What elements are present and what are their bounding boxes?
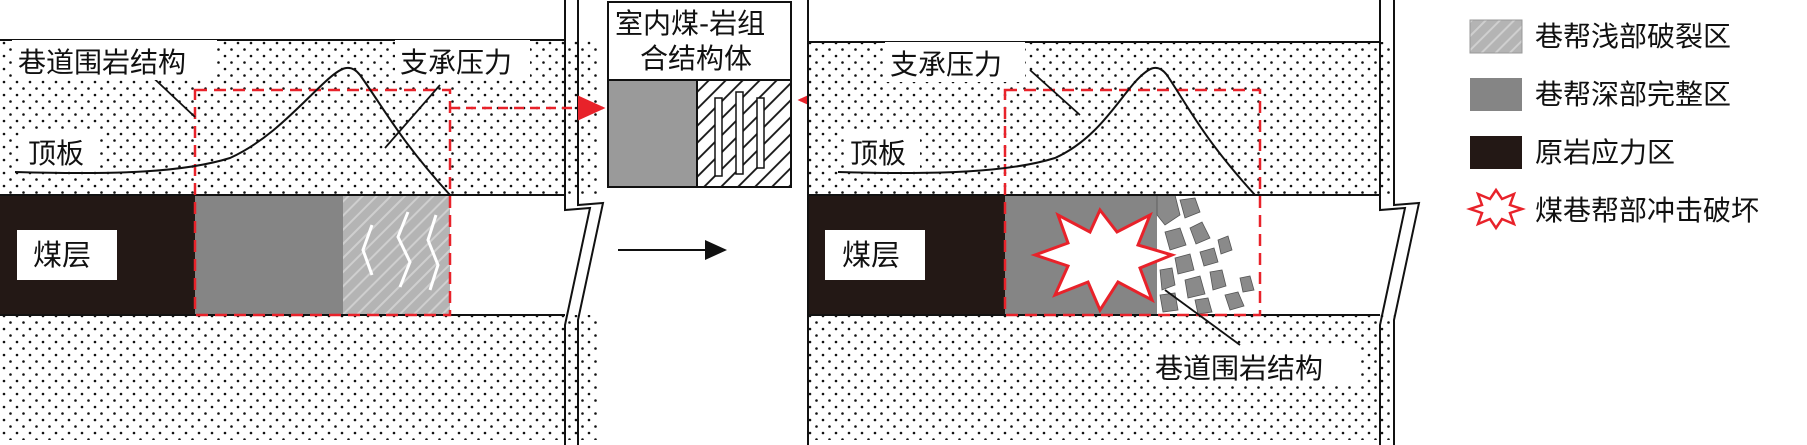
center-title-line1: 室内煤-岩组: [615, 7, 765, 40]
legend: 巷帮浅部破裂区 巷帮深部完整区 原岩应力区 煤巷帮部冲击破坏: [1466, 19, 1759, 231]
legend-swatch-deep: [1470, 78, 1522, 111]
right-panel: 支承压力 顶板 煤层 巷道围岩结构: [807, 0, 1421, 445]
left-floor-rock: [0, 315, 600, 440]
right-pressure-curve: [837, 66, 1256, 196]
legend-label-impact: 煤巷帮部冲击破坏: [1535, 194, 1759, 227]
left-pressure-curve: [14, 66, 451, 196]
left-dashed-frame: [193, 88, 452, 317]
center-title-line2: 合结构体: [640, 42, 752, 75]
left-fracture-marks: [361, 211, 440, 291]
right-dashed-frame: [1003, 88, 1262, 317]
legend-label-shallow: 巷帮浅部破裂区: [1535, 20, 1731, 53]
legend-swatch-shallow: [1469, 19, 1523, 54]
right-break-line: [1379, 0, 1407, 445]
left-coal-label: 煤层: [33, 238, 91, 272]
left-structure-label: 巷道围岩结构: [18, 46, 186, 79]
red-burst-star-icon: [1466, 187, 1526, 231]
right-roof-label: 顶板: [850, 137, 906, 170]
specimen-coal-part: [607, 79, 698, 188]
left-break-line: [564, 0, 592, 445]
right-impact-burst: [1030, 207, 1177, 314]
specimen-cracks: [714, 91, 765, 177]
left-shallow-fracture-zone: [343, 195, 450, 315]
right-coal-label: 煤层: [842, 238, 900, 272]
legend-label-deep: 巷帮深部完整区: [1535, 78, 1731, 111]
right-pressure-label: 支承压力: [890, 48, 1002, 81]
center-specimen-box: 室内煤-岩组 合结构体: [607, 1, 792, 188]
left-deep-intact-zone: [195, 195, 343, 315]
left-pressure-label: 支承压力: [400, 46, 512, 79]
specimen-rock-part: [696, 79, 792, 188]
legend-swatch-in-situ: [1470, 136, 1522, 169]
left-roof-label: 顶板: [28, 137, 84, 170]
right-fragments: [1156, 194, 1255, 315]
legend-label-in-situ: 原岩应力区: [1535, 136, 1675, 169]
right-structure-label: 巷道围岩结构: [1155, 352, 1323, 385]
left-panel: 巷道围岩结构 支承压力 顶板 煤层: [0, 0, 606, 445]
